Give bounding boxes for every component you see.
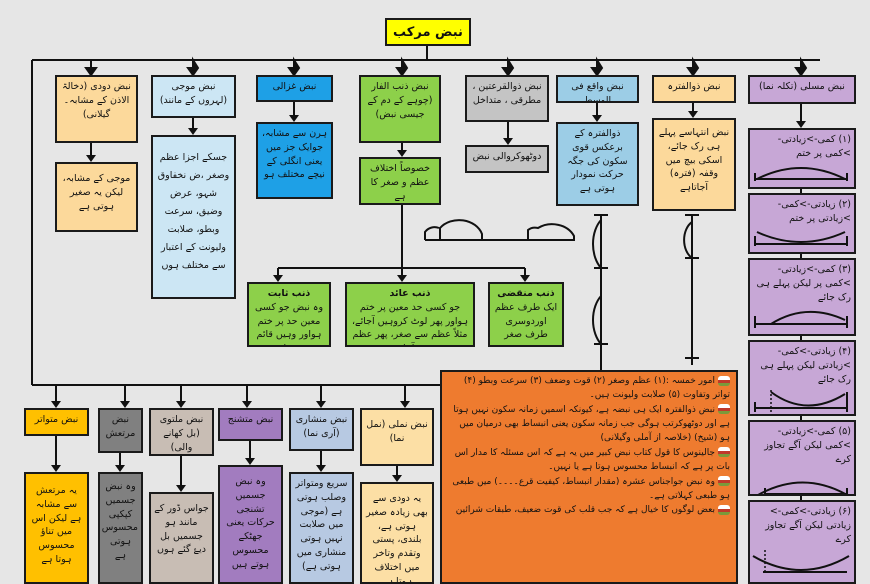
dhanab-title: ذنب عائد (389, 288, 431, 299)
node-multawi: نبض ملتوی (بل کھانے والی) (149, 408, 214, 456)
node-dudi-desc: موجی کے مشابہ، لیکن یہ صغیر ہوتی ہے (55, 162, 138, 232)
node-waqi-fil-wasat-desc: ذوالفترہ کے برعکس قوی سکون کی جگہ حرکت ن… (556, 122, 639, 206)
wave-icon (752, 550, 850, 575)
node-mauji: نبض موجی (لہروں کے مانند) (151, 75, 236, 118)
dhanab-desc: جو کسی حد معین پر ختم ہواور پھر لوٹ کروہ… (351, 301, 469, 345)
musalli-type-2: (۲) زیادتی->کمی->زیادتی پر ختم (748, 193, 856, 254)
node-dhanab-alfar: نبض ذنب الفار (چوہے کے دم کے جیسی نبض) (359, 75, 441, 143)
dhanab-title: ذنب ثابت (267, 288, 311, 299)
node-dhul-fatra: نبض ذوالفترہ (652, 75, 736, 103)
node-mutashannij-desc: وہ نبض جسمیں تشنجی حرکات یعنی جھٹکے محسو… (218, 465, 283, 584)
node-dhanab-alfar-desc: خصوصاً اختلاف عظم و صغر کا ہے (359, 157, 441, 205)
musalli-type-6: (۶) زیادتی->کمی-> زیادتی لیکن آگے تجاوز … (748, 500, 856, 584)
musalli-type-label: (۲) زیادتی->کمی->زیادتی پر ختم (777, 199, 851, 224)
dhanab-desc: ایک طرف عظم اوردوسری طرف صغر (494, 301, 558, 341)
wave-icon (754, 311, 848, 329)
musalli-type-5: (۵) کمی->زیادتی->کمی لیکن آگے تجاوز کرے (748, 420, 856, 496)
dhanab-title: ذنب منقضی (497, 288, 555, 299)
note-item: بعض لوگوں کا خیال ہے کہ جب قلب کی قوت ضع… (448, 504, 730, 518)
node-dhanab-aaid: ذنب عائد جو کسی حد معین پر ختم ہواور پھر… (345, 282, 475, 347)
node-mutawatir-desc: یہ مرتعش سے مشابہ ہے لیکن اس میں تناؤ مح… (24, 472, 89, 584)
musalli-type-1: (۱) کمی->زیادتی->کمی پر ختم (748, 128, 856, 189)
node-minshari-desc: سریع ومتواتر وصلب ہوتی ہے (موجی میں صلاب… (289, 472, 354, 584)
note-item: وہ نبض جواجناس عشرہ (مقدار انبساط، کیفیت… (452, 476, 730, 501)
node-waqi-fil-wasat: نبض واقع فی الوسط (556, 75, 639, 103)
node-ghazali: نبض غزالی (256, 75, 333, 102)
bullet-icon (718, 504, 730, 515)
node-musalli: نبض مسلی (تکلہ نما) (748, 75, 856, 104)
node-ghazali-desc: ہرن سے مشابہ، جوایک جز میں یعنی انگلی کے… (256, 122, 333, 199)
musalli-type-label: (۵) کمی->زیادتی->کمی لیکن آگے تجاوز کرے (764, 426, 851, 465)
bullet-icon (718, 375, 730, 386)
wave-icon (754, 166, 848, 181)
wave-icon (758, 481, 848, 494)
note-item: جالینوس کا قول کتاب نبض کبیر میں یہ ہے ک… (454, 447, 730, 472)
title-box: نبض مرکب (385, 18, 471, 46)
node-mutashannij: نبض متشنج (218, 408, 283, 441)
bullet-icon (718, 447, 730, 458)
node-dhul-fatra-desc: نبض انتہاسے پہلے ہی رک جائے، اسکی بیچ می… (652, 118, 736, 211)
note-item: نبض ذوالفترہ ایک ہی نبضہ ہے، کیونکہ اسمی… (453, 404, 730, 443)
node-namli-desc: یہ دودی سے بھی زیادہ صغیر ہوتی ہے، بلندی… (360, 482, 434, 584)
musalli-type-label: (۳) کمی->زیادتی->کمی پر لیکن پہلے ہی رک … (756, 264, 851, 303)
node-dhanab-munqadi: ذنب منقضی ایک طرف عظم اوردوسری طرف صغر (488, 282, 564, 347)
node-multawi-desc: جواس ڈور کے مانند ہو جسمیں بل دیۓ گئے ہو… (149, 492, 214, 584)
musalli-type-label: (۶) زیادتی->کمی-> زیادتی لیکن آگے تجاوز … (765, 506, 851, 545)
node-mutawatir: نبض متواتر (24, 408, 89, 436)
node-murtaish-desc: وہ نبض جسمیں کپکپی محسوس ہوتی ہے (98, 472, 143, 584)
node-dhanab-thabit: ذنب ثابت وہ نبض جو کسی معین حد پر ختم ہو… (247, 282, 331, 347)
node-dhul-qaratain: نبض ذوالقرعتین ، مطرقی ، متداخل (465, 75, 549, 122)
wave-icon (754, 230, 848, 246)
node-murtaish: نبض مرتعش (98, 408, 143, 453)
bullet-icon (718, 404, 730, 415)
node-dhul-qaratain-desc: دوٹھوکروالی نبض (465, 145, 549, 173)
node-dudi: نبض دودی (دخالۃ الاذن کے مشابہ۔گیلانی) (55, 75, 138, 143)
node-minshari: نبض منشاری (آری نما) (289, 408, 354, 451)
musalli-type-label: (۴) زیادتی->کمی->زیادتی لیکن پہلے ہی رک … (760, 346, 851, 385)
wave-icon (754, 390, 848, 413)
note-item: امور خمسہ :(۱) عظم وصغر (۲) قوت وضعف (۳)… (463, 375, 730, 400)
node-mauji-desc: جسکے اجزا عظم وصغر ،ض نخفاوق شہو، عرض وض… (151, 135, 236, 299)
bullet-icon (718, 476, 730, 487)
node-namli: نبض نملی (نمل نما) (360, 408, 434, 466)
notes-panel: امور خمسہ :(۱) عظم وصغر (۲) قوت وضعف (۳)… (440, 370, 738, 584)
dhanab-desc: وہ نبض جو کسی معین حد پر ختم ہواور وہیں … (254, 301, 324, 345)
musalli-type-3: (۳) کمی->زیادتی->کمی پر لیکن پہلے ہی رک … (748, 258, 856, 336)
musalli-type-4: (۴) زیادتی->کمی->زیادتی لیکن پہلے ہی رک … (748, 340, 856, 416)
musalli-type-label: (۱) کمی->زیادتی->کمی پر ختم (777, 134, 851, 159)
